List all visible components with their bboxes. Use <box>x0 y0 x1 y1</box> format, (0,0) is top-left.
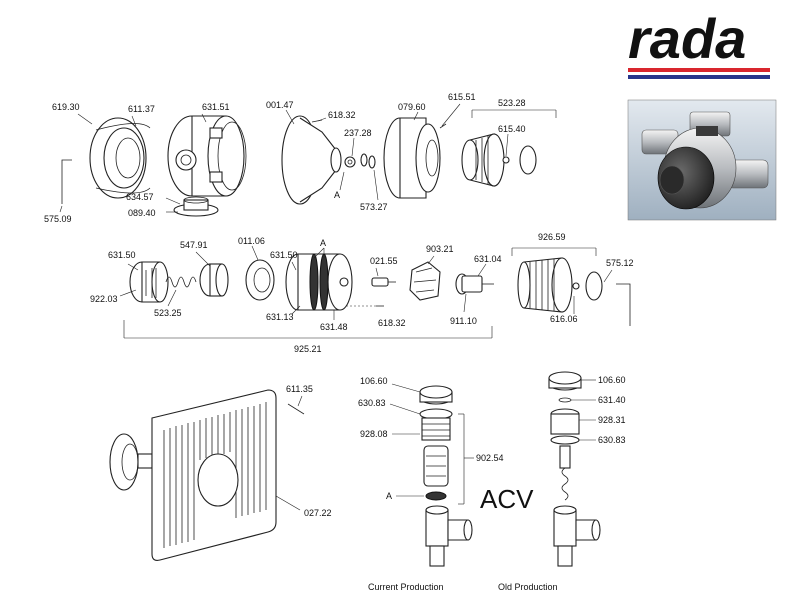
label-547-91: 547.91 <box>180 240 208 250</box>
row1-leaders <box>59 103 557 213</box>
part-housing-631-13 <box>285 253 353 311</box>
part-piston-547-91 <box>199 263 229 297</box>
label-611-37: 611.37 <box>128 104 155 114</box>
part-knob-523-28 <box>461 133 510 187</box>
label-631-50-a: 631.50 <box>108 250 136 260</box>
acv-current-labels: 106.60 630.83 928.08 902.54 A Current Pr… <box>358 376 504 592</box>
brand-name: rada <box>628 7 746 70</box>
plate-center-hole <box>197 453 239 507</box>
caption-current-production: Current Production <box>368 582 444 592</box>
part-screw-615-51 <box>439 123 447 129</box>
logo-stripe-red <box>628 68 770 72</box>
part-flange-001-47 <box>281 115 356 205</box>
label-630-83-b: 630.83 <box>598 435 626 445</box>
label-615-40: 615.40 <box>498 124 526 134</box>
part-cap-615-40 <box>519 145 537 175</box>
label-911-10: 911.10 <box>450 316 477 326</box>
acv-old-leaders <box>571 379 596 441</box>
acv-heading: ACV <box>480 484 534 514</box>
acv-old-labels: 106.60 631.40 928.31 630.83 Old Producti… <box>498 375 626 592</box>
part-drum-079-60 <box>383 117 441 199</box>
label-615-51: 615.51 <box>448 92 476 102</box>
label-106-60-b: 106.60 <box>598 375 626 385</box>
label-237-28: 237.28 <box>344 128 372 138</box>
label-618-32-mid: 618.32 <box>378 318 406 328</box>
cover-plate-assembly <box>109 389 305 561</box>
label-616-06: 616.06 <box>550 314 578 324</box>
label-631-50-b: 631.50 <box>270 250 298 260</box>
part-main-body <box>167 115 247 197</box>
row2-leaders <box>119 245 613 339</box>
part-cap-616-06 <box>585 271 603 301</box>
label-630-83-a: 630.83 <box>358 398 386 408</box>
part-back-cover <box>89 117 151 199</box>
part-ring-011-06 <box>245 259 275 301</box>
part-washer-237-28 <box>360 153 376 169</box>
label-631-04: 631.04 <box>474 254 502 264</box>
label-a-bot: A <box>386 491 392 501</box>
part-allen-key-575-09 <box>61 159 72 204</box>
label-928-08: 928.08 <box>360 429 388 439</box>
part-knob-926-59 <box>517 257 580 313</box>
row1-parts <box>61 115 537 217</box>
part-fitting-634-57 <box>173 196 219 217</box>
label-089-40: 089.40 <box>128 208 156 218</box>
label-575-09: 575.09 <box>44 214 72 224</box>
row2-parts <box>129 253 631 326</box>
acv-current-leaders <box>389 383 474 505</box>
label-021-55: 021.55 <box>370 256 398 266</box>
acv-old-production <box>548 371 601 567</box>
label-631-51: 631.51 <box>202 102 230 112</box>
label-a-top: A <box>334 190 340 200</box>
product-photo <box>627 99 777 221</box>
part-903-21 <box>409 261 441 301</box>
label-523-28: 523.28 <box>498 98 526 108</box>
label-611-35: 611.35 <box>286 384 313 394</box>
label-903-21: 903.21 <box>426 244 454 254</box>
label-902-54: 902.54 <box>476 453 504 463</box>
caption-old-production: Old Production <box>498 582 558 592</box>
label-922-03: 922.03 <box>90 294 118 304</box>
row1-labels: 619.30 611.37 631.51 001.47 618.32 237.2… <box>44 92 526 224</box>
part-021-55 <box>371 277 396 287</box>
part-cartridge-922-03 <box>129 261 169 303</box>
part-screw-611-35 <box>287 403 305 415</box>
part-911-10 <box>455 273 494 295</box>
acv-current-production <box>419 385 473 567</box>
label-925-21: 925.21 <box>294 344 322 354</box>
rada-logo: rada <box>628 7 770 79</box>
row2-labels: 631.50 547.91 011.06 631.50 A 021.55 903… <box>90 232 634 354</box>
label-618-32-top: 618.32 <box>328 110 356 120</box>
label-575-12: 575.12 <box>606 258 634 268</box>
label-027-22: 027.22 <box>304 508 332 518</box>
logo-stripe-blue <box>628 75 770 79</box>
label-926-59: 926.59 <box>538 232 566 242</box>
label-631-40: 631.40 <box>598 395 626 405</box>
label-079-60: 079.60 <box>398 102 426 112</box>
label-a-mid: A <box>320 238 326 248</box>
label-011-06: 011.06 <box>238 236 265 246</box>
label-634-57: 634.57 <box>126 192 154 202</box>
label-631-48: 631.48 <box>320 322 348 332</box>
part-spring-523-25 <box>165 276 197 288</box>
label-631-13: 631.13 <box>266 312 294 322</box>
label-106-60-a: 106.60 <box>360 376 388 386</box>
row3-left-labels: 611.35 027.22 <box>286 384 332 518</box>
label-928-31: 928.31 <box>598 415 626 425</box>
label-619-30: 619.30 <box>52 102 80 112</box>
label-573-27: 573.27 <box>360 202 388 212</box>
plate-slots <box>163 402 267 548</box>
part-allen-key-575-12 <box>616 283 631 326</box>
label-001-47: 001.47 <box>266 100 294 110</box>
label-523-25: 523.25 <box>154 308 182 318</box>
